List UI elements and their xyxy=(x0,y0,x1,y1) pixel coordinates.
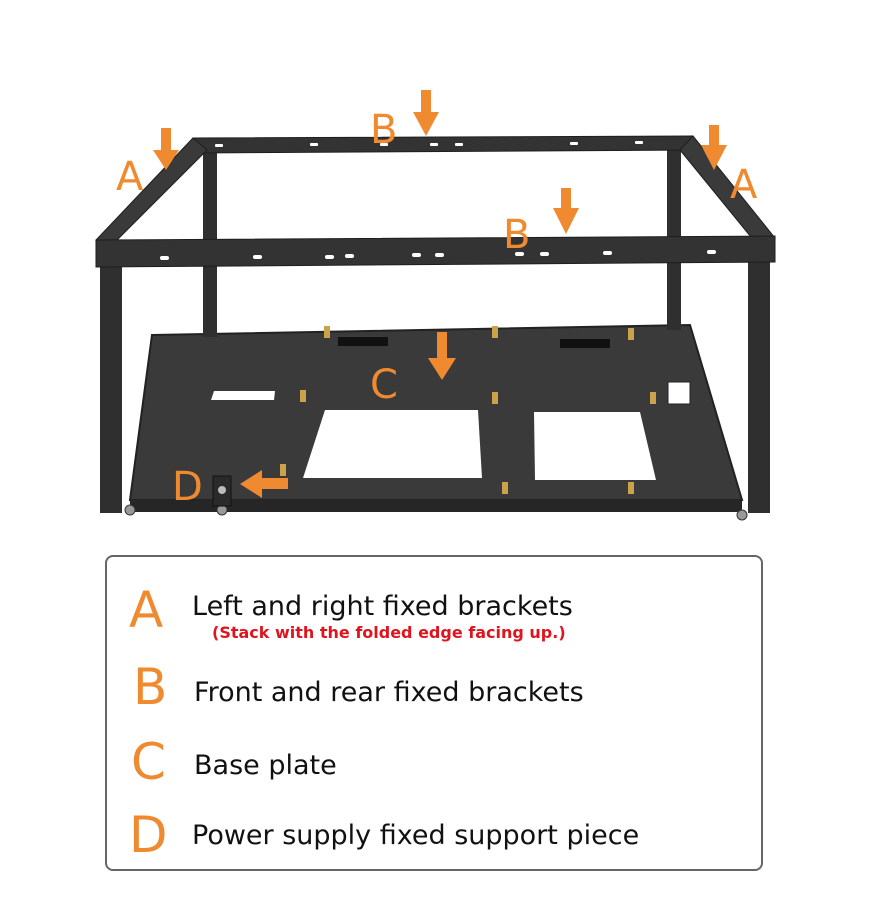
base-slot-rear-right xyxy=(560,339,610,348)
legend-letter-d: D xyxy=(129,806,168,864)
label-a-right: A xyxy=(730,162,758,208)
legend-text-b: Front and rear fixed brackets xyxy=(194,677,584,708)
legend-letter-c: C xyxy=(131,733,166,791)
rear-top-bracket xyxy=(192,135,694,154)
front-right-post xyxy=(748,255,770,513)
right-side-bracket xyxy=(679,135,776,243)
legend-letter-b: B xyxy=(133,658,168,716)
legend-letter-a: A xyxy=(129,581,164,639)
legend-text-c: Base plate xyxy=(194,750,337,781)
feet-bolts xyxy=(124,504,748,521)
base-slot-small xyxy=(667,381,691,405)
label-b-top: B xyxy=(370,107,397,153)
legend-text-a: Left and right fixed brackets xyxy=(192,591,573,622)
psu-support-hole xyxy=(218,486,226,494)
base-cutout-left xyxy=(303,410,482,478)
base-plate-front-edge xyxy=(130,500,742,512)
left-side-bracket xyxy=(95,137,208,246)
base-cutout-right xyxy=(534,412,656,480)
base-slot-rear-left xyxy=(338,337,388,346)
label-a-left: A xyxy=(116,154,144,200)
bracket-holes xyxy=(160,141,716,260)
label-d-support: D xyxy=(172,464,203,510)
standoffs xyxy=(280,326,656,494)
front-top-bracket xyxy=(95,235,776,268)
front-left-post xyxy=(100,255,122,513)
mining-rig-frame-figure: A B A B C D xyxy=(95,90,776,521)
legend-text-d: Power supply fixed support piece xyxy=(192,820,640,851)
label-b-front: B xyxy=(503,212,530,258)
arrow-icons xyxy=(153,90,727,498)
base-slot-psu xyxy=(211,391,275,400)
legend-note-a: (Stack with the folded edge facing up.) xyxy=(212,623,566,642)
legend-box: A Left and right fixed brackets (Stack w… xyxy=(105,555,763,871)
label-c-base: C xyxy=(370,362,398,408)
